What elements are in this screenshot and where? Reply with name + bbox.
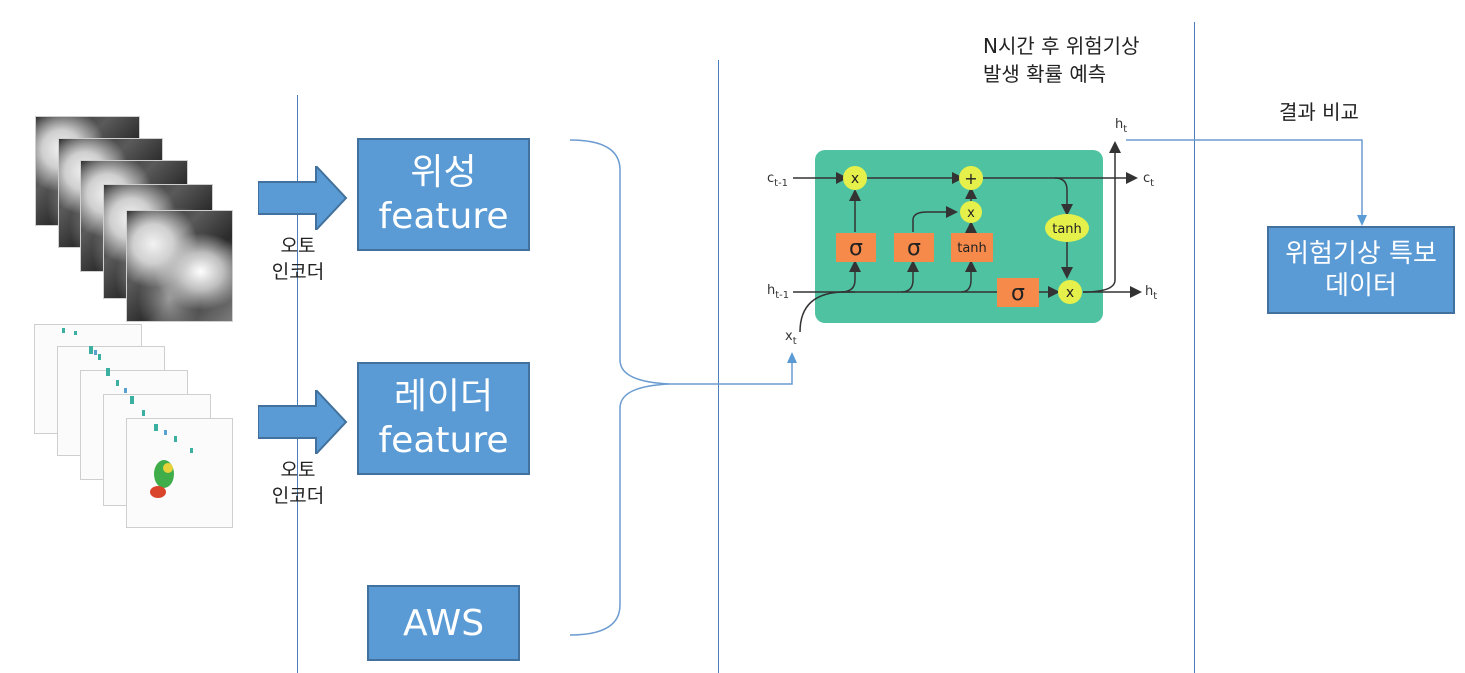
input-gate (894, 233, 934, 262)
forget-mult-symbol: x (851, 171, 859, 187)
c-out-label: ct (1143, 171, 1154, 189)
encoder-arrow-2 (258, 390, 348, 454)
aws-box: AWS (367, 585, 520, 661)
h-out-label: ht (1145, 284, 1157, 302)
candidate-gate (951, 233, 993, 262)
divider-line-2 (718, 60, 719, 673)
input-mult-symbol: x (967, 206, 975, 221)
input-mult-op (960, 201, 982, 223)
forget-mult-op (843, 166, 867, 190)
output-mult-op (1058, 280, 1082, 304)
merge-brace (569, 139, 797, 636)
cell-tanh-label: tanh (1052, 222, 1082, 237)
radar-frame (126, 418, 233, 528)
radar-echo-marks (62, 328, 193, 498)
c-prev-label: ct-1 (767, 171, 788, 189)
satellite-frame (126, 210, 233, 322)
prediction-title: N시간 후 위험기상 발생 확률 예측 (983, 34, 1140, 86)
x-in-label: xt (785, 329, 797, 347)
h-prev-label: ht-1 (767, 283, 789, 301)
input-gate-symbol: σ (907, 236, 921, 261)
h-top-label: ht (1115, 117, 1127, 135)
divider-line-3 (1194, 22, 1195, 673)
encoder-arrow-1 (258, 166, 348, 230)
compare-label: 결과 비교 (1279, 100, 1359, 124)
satellite-feature-box: 위성 feature (357, 138, 530, 251)
lstm-cell-diagram: x + x x tanh σ σ tanh σ ct-1 ht-1 xt ct … (767, 117, 1157, 347)
cell-tanh-op (1045, 214, 1089, 242)
add-op (959, 166, 983, 190)
forget-gate-symbol: σ (849, 236, 863, 261)
autoencoder-label-radar: 오토 인코더 (271, 459, 325, 507)
output-mult-symbol: x (1066, 285, 1074, 301)
candidate-gate-label: tanh (957, 241, 987, 256)
output-gate-symbol: σ (1011, 281, 1025, 306)
autoencoder-label-satellite: 오토 인코더 (271, 235, 325, 283)
divider-line-1 (297, 95, 298, 673)
compare-connector (1126, 139, 1367, 226)
warning-data-box: 위험기상 특보 데이터 (1267, 226, 1455, 314)
forget-gate (836, 233, 876, 262)
radar-feature-box: 레이더 feature (357, 362, 530, 475)
add-symbol: + (964, 169, 977, 188)
output-gate (997, 278, 1039, 307)
